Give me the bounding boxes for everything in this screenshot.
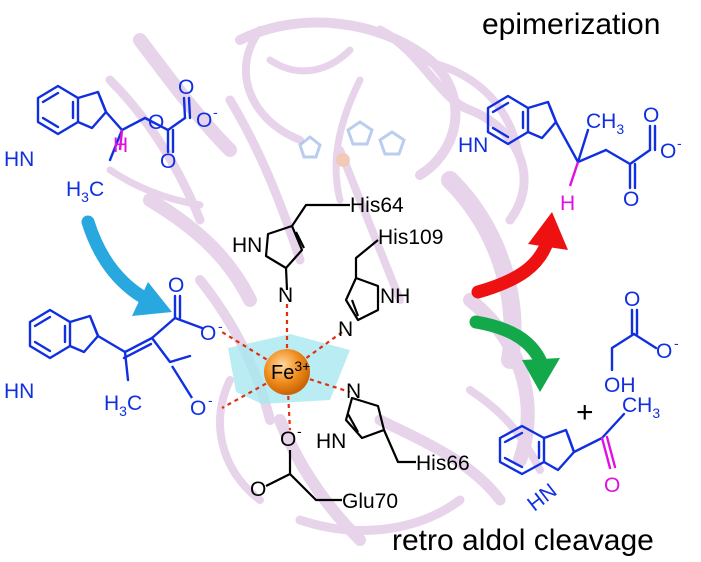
o-label-3: O xyxy=(160,150,176,173)
arrow-cyan xyxy=(81,215,172,316)
o-label-magenta: O xyxy=(604,474,620,497)
o-label-4: O xyxy=(168,274,184,297)
acetyl-carbonyl xyxy=(600,435,617,470)
ch3-label-1: CH3 xyxy=(586,110,624,137)
his64-label: His64 xyxy=(350,194,404,217)
h3c-label-1: H3C xyxy=(66,178,104,205)
hn-label-3: HN xyxy=(458,134,488,157)
o-minus-label-3: O xyxy=(190,397,206,420)
his66-hn: HN xyxy=(316,430,346,453)
o-label-7: O xyxy=(624,288,640,311)
his64-ring xyxy=(264,203,350,291)
arrow-red xyxy=(471,212,568,299)
his109-nh: NH xyxy=(380,285,410,308)
enolate-intermediate-text: HN O O - O - H3C xyxy=(4,274,223,420)
minus-sign-4: - xyxy=(677,135,682,151)
ligand-sphere xyxy=(336,153,350,167)
o-label-5: O xyxy=(643,104,659,127)
o-label-2: O xyxy=(178,76,194,99)
enolate-intermediate xyxy=(28,294,204,382)
oh-label: OH xyxy=(604,374,636,397)
fe-label: Fe3+ xyxy=(271,358,310,384)
hn-label-2: HN xyxy=(4,380,34,403)
ch3-label-2: CH3 xyxy=(622,394,660,421)
title-retro-aldol: retro aldol cleavage xyxy=(392,524,654,557)
arrow-green xyxy=(469,315,560,392)
minus-sign-5: - xyxy=(674,335,679,351)
acetylindole xyxy=(498,412,626,476)
o-minus-label-1: O xyxy=(196,109,212,132)
glu70-chain xyxy=(265,450,342,502)
hn-label-1: HN xyxy=(4,148,34,171)
his64-n: N xyxy=(278,284,293,307)
o-minus-label-2: O xyxy=(200,322,216,345)
glycolate xyxy=(610,308,658,372)
his66-label: His66 xyxy=(416,452,470,475)
enolate-o-bond xyxy=(170,365,194,399)
magenta-bond-1 xyxy=(118,129,124,151)
substrate-top-left-text: HN H O O O - O H3C xyxy=(4,76,218,205)
glu70-label: Glu70 xyxy=(342,490,398,513)
active-site-sticks xyxy=(298,120,406,159)
o-label-6: O xyxy=(623,188,639,211)
his64-hn: HN xyxy=(232,234,262,257)
fe-sphere xyxy=(264,349,310,395)
glu70-o-minus: O xyxy=(280,428,296,451)
o-minus-label-5: O xyxy=(656,340,672,363)
his109-n: N xyxy=(338,318,353,341)
h-label-magenta-2: H xyxy=(560,192,575,215)
title-epimerization: epimerization xyxy=(482,8,660,41)
his66-n: N xyxy=(346,380,361,403)
minus-sign-2: - xyxy=(218,318,223,334)
magenta-bond-2 xyxy=(568,161,580,187)
minus-sign-1: - xyxy=(213,104,218,120)
his66-ring xyxy=(344,396,416,464)
substrate-top-left xyxy=(36,84,192,162)
o-minus-label-4: O xyxy=(660,140,676,163)
o-label-1: O xyxy=(148,111,164,134)
hn-label-4: HN xyxy=(523,479,561,516)
plus-sign: + xyxy=(576,396,594,429)
his109-ring xyxy=(344,239,380,322)
h3c-label-2: H3C xyxy=(104,392,142,419)
glu70-o: O xyxy=(250,478,266,501)
minus-sign-3: - xyxy=(208,392,213,408)
his109-label: His109 xyxy=(378,226,443,249)
product-epimer xyxy=(486,94,657,190)
glu70-minus: - xyxy=(297,423,302,439)
